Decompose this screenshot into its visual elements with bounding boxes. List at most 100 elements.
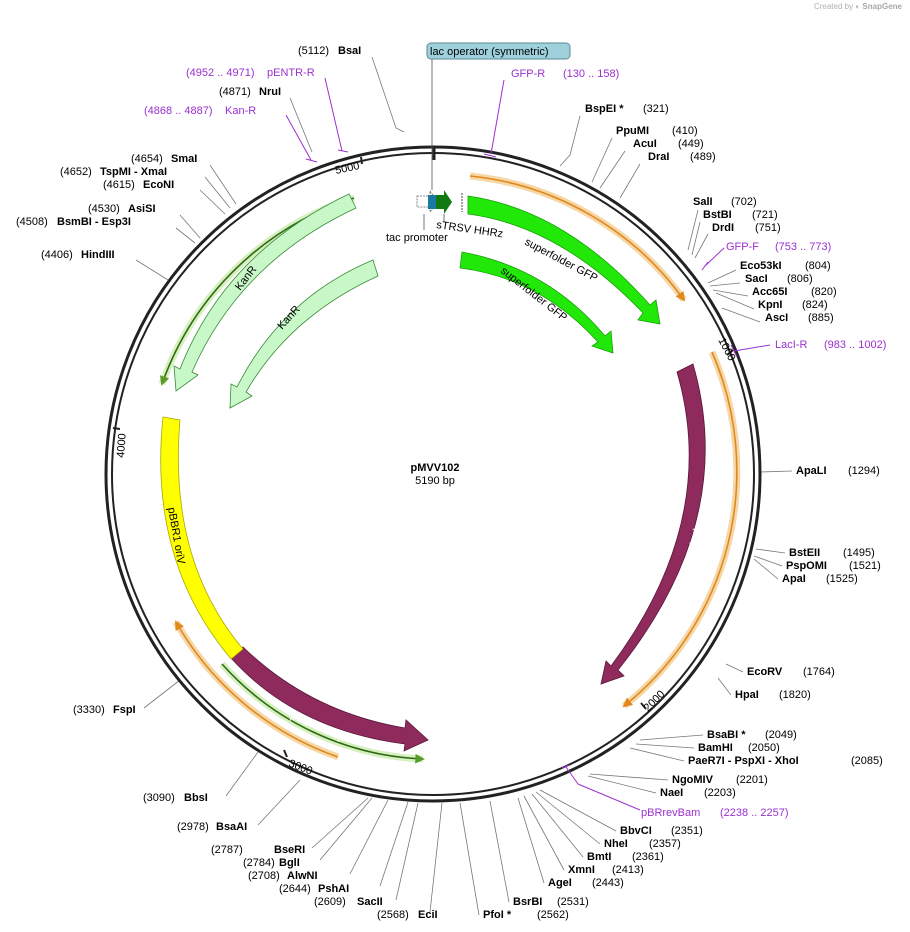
leader-line-fspi [143, 679, 181, 709]
leader-line-agei [517, 797, 545, 884]
leader-line-pshai [379, 801, 409, 887]
site-name-bspei: BspEI * [585, 103, 624, 115]
site-name-pfoi: PfoI * [483, 909, 512, 921]
credit-prefix: Created by [813, 2, 854, 11]
primer-group [285, 77, 771, 811]
leader-line-xmni [523, 795, 565, 871]
feature-label-lac-operator: lac operator (symmetric) [430, 46, 549, 58]
leader-line-saci [709, 282, 741, 287]
leader-line-bamhi [635, 743, 695, 749]
site-name-bmti: BmtI [587, 851, 611, 863]
site-name-ecii: EciI [418, 909, 438, 921]
site-name-hindiii: HindIII [81, 249, 115, 261]
site-pos-saci: (806) [787, 273, 813, 285]
site-name-bseri: BseRI [274, 844, 305, 856]
site-name-bgli: BglI [279, 857, 300, 869]
kanr-arrow-outer [173, 193, 357, 392]
primer-pbrrevbam-pos: (2238 .. 2257) [720, 807, 789, 819]
site-pos-smai: (4654) [131, 153, 163, 165]
site-name-bsrbi: BsrBI [513, 896, 542, 908]
leader-line-bmti [531, 793, 584, 858]
site-name-bsai: BsaI [338, 45, 361, 57]
leader-line-acc65i [712, 289, 749, 297]
site-pos-agei: (2443) [592, 877, 624, 889]
site-pos-hindiii: (4406) [41, 249, 73, 261]
leader-line-naei [587, 775, 657, 794]
site-pos-apali: (1294) [848, 465, 880, 477]
lac-operator-label-box [426, 42, 571, 60]
site-pos-bgli: (2784) [243, 857, 275, 869]
site-pos-bsteii: (1495) [843, 547, 875, 559]
plasmid-length: 5190 bp [415, 475, 455, 487]
site-name-econi: EcoNI [143, 179, 174, 191]
leader-line-bsai [371, 56, 405, 133]
site-pos-pfoi: (2562) [537, 909, 569, 921]
leader-line-nrui [289, 97, 313, 153]
site-name-asisi: AsiSI [128, 203, 156, 215]
leader-line-bsrbi [489, 800, 510, 903]
site-pos-bmti: (2361) [632, 851, 664, 863]
site-name-tspmi-xmai: TspMI - XmaI [100, 166, 167, 178]
site-name-bsmbi-esp3i: BsmBI - Esp3I [57, 216, 131, 228]
credit-brand: SnapGene [862, 2, 902, 11]
leader-line-alwni [349, 799, 389, 875]
rep-thin-arc [172, 620, 340, 761]
strsv-hhrz-arrow [436, 190, 452, 214]
superfolder-gfp-arrow-inner [459, 251, 614, 354]
leader-line-bseri [311, 797, 369, 849]
site-pos-tspmi-xmai: (4652) [60, 166, 92, 178]
leader-line-bgli [319, 797, 373, 861]
snapgene-logo-icon: ◐ [855, 2, 861, 11]
primer-gfp-r-pos: (130 .. 158) [563, 68, 619, 80]
site-name-apai: ApaI [782, 573, 806, 585]
site-pos-eco53ki: (804) [805, 260, 831, 272]
leader-line-bbsi [225, 751, 259, 797]
site-labels: BspEI *(321)PpuMI(410)AcuI(449)DraI(489)… [16, 45, 883, 921]
leader-line-bsmbi-esp3i [175, 227, 196, 244]
pbbr1-oriv-arrow [160, 416, 244, 660]
site-pos-asci: (885) [808, 312, 834, 324]
site-pos-bsrbi: (2531) [557, 896, 589, 908]
primer-gfp-f-name: GFP-F [726, 241, 759, 253]
leader-line-smai [209, 164, 237, 205]
site-name-kpni: KpnI [758, 299, 782, 311]
site-pos-ecorv: (1764) [803, 666, 835, 678]
leader-line-pfoi [459, 802, 480, 916]
primer-gfp-r-name: GFP-R [511, 68, 545, 80]
site-pos-bsaai: (2978) [177, 821, 209, 833]
site-pos-bamhi: (2050) [748, 742, 780, 754]
site-name-bsabi: BsaBI * [707, 729, 746, 741]
primer-laci-r-name: LacI-R [775, 339, 807, 351]
site-name-acc65i: Acc65I [752, 286, 787, 298]
site-name-drdi: DrdI [712, 222, 734, 234]
site-name-bbsi: BbsI [184, 792, 208, 804]
site-name-naei: NaeI [660, 787, 683, 799]
primer-pbrrevbam-name: pBRrevBam [641, 807, 700, 819]
leader-line-asisi [179, 214, 201, 239]
site-pos-sacii: (2609) [314, 896, 346, 908]
plasmid-name: pMVV102 [411, 462, 460, 474]
site-pos-apai: (1525) [826, 573, 858, 585]
site-name-hpai: HpaI [735, 689, 759, 701]
site-pos-nhei: (2357) [649, 838, 681, 850]
primer-kan-r-pos: (4868 .. 4887) [144, 105, 213, 117]
site-name-nrui: NruI [259, 86, 281, 98]
laci-arrow [600, 363, 706, 685]
site-pos-ecii: (2568) [377, 909, 409, 921]
site-name-bsteii: BstEII [789, 547, 820, 559]
site-name-fspi: FspI [113, 704, 136, 716]
leader-line-nhei [535, 791, 601, 845]
leader-line-pspomi [753, 555, 783, 567]
leader-line-apali [759, 470, 793, 473]
site-pos-paer7i-pspxi-xhoi: (2085) [851, 755, 883, 767]
site-name-smai: SmaI [171, 153, 197, 165]
site-leader-lines [135, 56, 793, 916]
superfolder-gfp-arrow-outer [467, 195, 661, 325]
leader-line-ecorv [725, 663, 744, 673]
leader-line-asci [721, 307, 761, 323]
primer-kan-r-name: Kan-R [225, 105, 256, 117]
leader-line-ecii [429, 802, 443, 913]
kanr-arrow-inner [229, 259, 379, 409]
site-pos-xmni: (2413) [612, 864, 644, 876]
primer-gfp-f-pos: (753 .. 773) [775, 241, 831, 253]
